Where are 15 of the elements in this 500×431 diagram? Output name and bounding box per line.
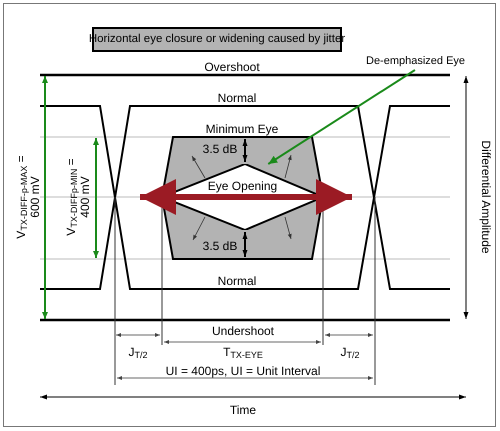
diagram-label: Minimum Eye [206,123,278,135]
diagram-label: 3.5 dB [202,143,238,155]
callout-text: De-emphasized Eye [366,56,468,70]
diagram-label: UI = 400ps, UI = Unit Interval [166,365,320,377]
diagram-label: Time [230,404,256,416]
diagram-label: Differential Amplitude [480,140,492,254]
diagram-label: Normal [218,92,256,104]
diagram-label: Normal [218,275,256,287]
diagram-label: J$_{T/2}$ [128,346,148,358]
diagram-label: J$_{T/2}$ [340,346,360,358]
diagram-label: Overshoot [204,61,260,73]
diagram-label: T$_{TX-EYE}$ [223,346,263,358]
leader-arrow [268,69,416,165]
diagram-label: Undershoot [212,325,274,337]
diagram-label: 3.5 dB [202,240,238,252]
